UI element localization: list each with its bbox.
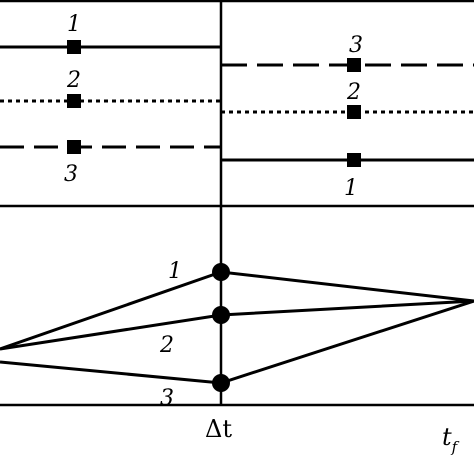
bottom-label-2: 2 <box>159 333 174 358</box>
top-right-marker-1 <box>347 153 361 167</box>
tick-delta-t: Δt <box>205 415 232 443</box>
top-left-label-3: 3 <box>64 162 78 187</box>
bottom-label-1: 1 <box>168 259 182 284</box>
top-left-marker-3 <box>67 140 81 154</box>
top-left-marker-2 <box>67 94 81 108</box>
top-right-marker-2 <box>347 105 361 119</box>
tick-t-f-base: t <box>442 423 452 451</box>
top-left-label-1: 1 <box>67 12 81 37</box>
top-left-label-2: 2 <box>66 68 81 93</box>
top-right-label-1: 1 <box>344 176 358 201</box>
tick-t-f: tf <box>442 423 460 456</box>
bottom-point-1 <box>212 263 230 281</box>
top-right-label-2: 2 <box>346 80 361 105</box>
bottom-point-2 <box>212 306 230 324</box>
top-right-marker-3 <box>347 58 361 72</box>
top-left-marker-1 <box>67 40 81 54</box>
tick-t-f-subscript: f <box>451 438 460 456</box>
top-right-label-3: 3 <box>349 33 363 58</box>
bottom-label-3: 3 <box>160 386 174 411</box>
bottom-point-3 <box>212 374 230 392</box>
